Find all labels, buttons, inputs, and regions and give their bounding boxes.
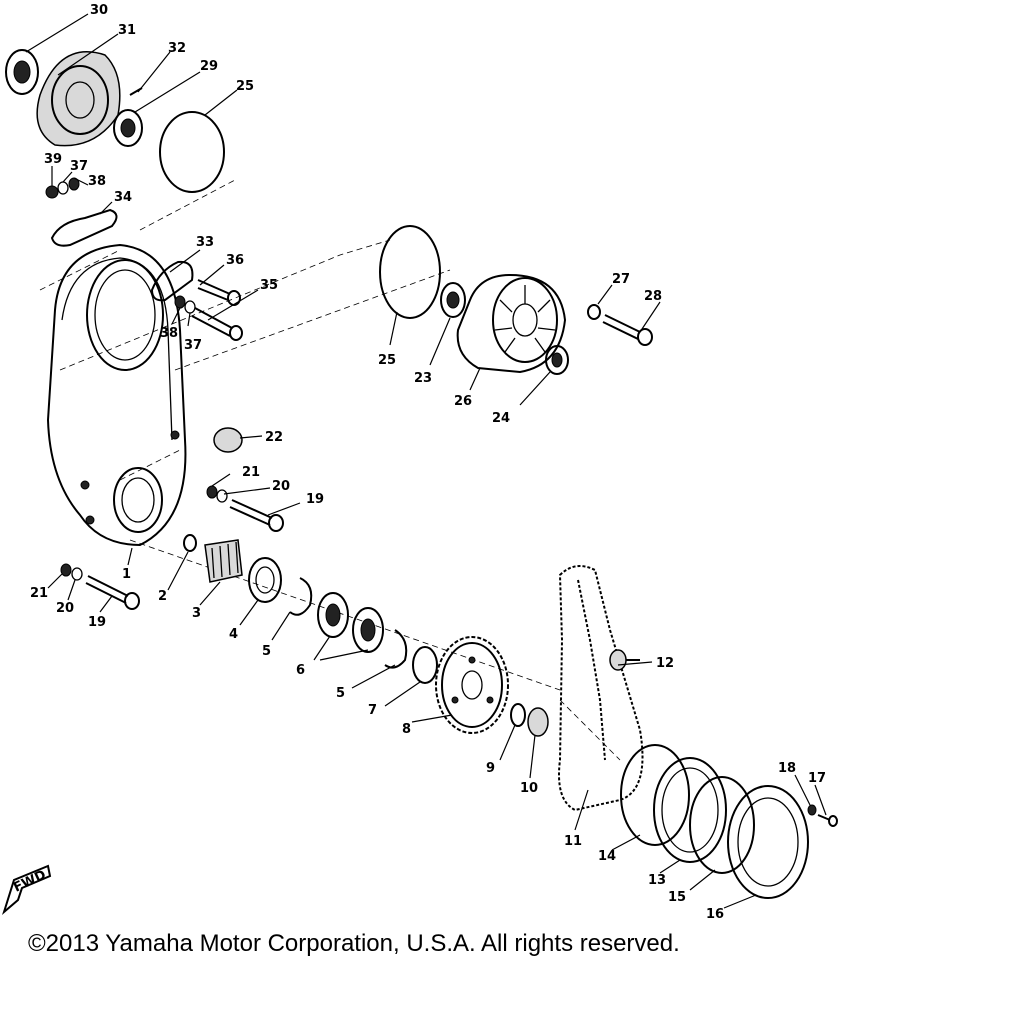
nut-part-10: [527, 707, 549, 737]
callout-label: 35: [260, 278, 278, 293]
callout-label: 23: [414, 371, 432, 386]
callout-label: 6: [296, 663, 305, 678]
callout-label: 19: [88, 615, 106, 630]
fwd-arrow-icon: FWD: [2, 864, 52, 916]
callout-label: 5: [262, 644, 271, 659]
callout-label: 26: [454, 394, 472, 409]
callout-label: 2: [158, 589, 167, 604]
callout-label: 3: [192, 606, 201, 621]
callout-label: 39: [44, 152, 62, 167]
callout-label: 16: [706, 907, 724, 922]
bolt-part-28: [602, 314, 653, 346]
callout-label: 34: [114, 190, 132, 205]
cover-plate-part-16: [727, 785, 809, 899]
callout-label: 33: [196, 235, 214, 250]
callout-label: 14: [598, 849, 616, 864]
callout-label: 5: [336, 686, 345, 701]
chain-part-11: [558, 565, 644, 812]
ring-part-4: [248, 557, 282, 603]
callout-label: 36: [226, 253, 244, 268]
callout-label: 27: [612, 272, 630, 287]
copyright-notice: ©2013 Yamaha Motor Corporation, U.S.A. A…: [28, 930, 680, 957]
callout-label: 12: [656, 656, 674, 671]
callout-label: 20: [272, 479, 290, 494]
callout-label: 15: [668, 890, 686, 905]
o-ring-part-25-top: [159, 111, 225, 193]
bearing-part-29: [113, 109, 143, 147]
callout-label: 21: [242, 465, 260, 480]
exploded-parts-diagram: 30 31 32 29 25 39 37 38 34 33 36 35 38 3…: [2, 3, 838, 922]
washer-part-21-left: [60, 563, 72, 577]
circlip-part-5-b: [384, 629, 408, 669]
screw-part-17: [817, 814, 838, 827]
washer-part-20-right: [216, 489, 228, 503]
callout-labels: 30 31 32 29 25 39 37 38 34 33 36 35 38 3…: [30, 3, 826, 922]
callout-label: 21: [30, 586, 48, 601]
plate-part-34: [50, 208, 118, 247]
housing-part-26: [456, 273, 567, 374]
bolt-part-36: [197, 279, 241, 306]
callout-label: 24: [492, 411, 510, 426]
fwd-label: FWD: [11, 868, 48, 896]
callout-label: 38: [88, 174, 106, 189]
gasket-part-15: [689, 776, 755, 874]
circlip-part-2: [183, 534, 197, 552]
callout-label: 18: [778, 761, 796, 776]
tensioner-part-12: [609, 649, 640, 671]
callout-label: 13: [648, 873, 666, 888]
cover-part-13: [653, 757, 727, 863]
callout-label: 4: [229, 627, 238, 642]
callout-label: 1: [122, 567, 131, 582]
o-ring-part-25-mid: [379, 225, 441, 319]
bearing-part-6-b: [352, 607, 384, 653]
callout-label: 28: [644, 289, 662, 304]
sprocket-part-8: [435, 636, 509, 734]
oil-seal-part-30: [5, 49, 39, 95]
cover-plate-part-31: [36, 51, 121, 147]
circlip-part-5-a: [289, 577, 313, 616]
washer-part-21-right: [206, 485, 218, 499]
bracket-part-33: [150, 260, 194, 302]
washer-part-18: [807, 804, 817, 816]
oil-seal-part-24: [545, 345, 569, 375]
bolt-part-19-left: [85, 575, 140, 610]
callout-label: 10: [520, 781, 538, 796]
callout-label: 37: [70, 159, 88, 174]
callout-label: 37: [184, 338, 202, 353]
spacer-part-7: [412, 646, 438, 684]
washer-part-37-mid: [184, 300, 196, 314]
callout-label: 29: [200, 59, 218, 74]
callout-label: 32: [168, 41, 186, 56]
washer-part-20-left: [71, 567, 83, 581]
bolt-part-19-right: [229, 499, 284, 532]
callout-label: 9: [486, 761, 495, 776]
callout-label: 22: [265, 430, 283, 445]
callout-label: 30: [90, 3, 108, 18]
cap-part-22: [213, 427, 243, 453]
callout-label: 11: [564, 834, 582, 849]
callout-label: 8: [402, 722, 411, 737]
gasket-part-14: [620, 744, 690, 846]
washer-part-9: [510, 703, 526, 727]
callout-label: 20: [56, 601, 74, 616]
callout-label: 25: [236, 79, 254, 94]
callout-label: 17: [808, 771, 826, 786]
spline-shaft-part-3: [204, 539, 243, 583]
callout-label: 38: [160, 326, 178, 341]
callout-label: 31: [118, 23, 136, 38]
washer-part-27: [587, 304, 601, 320]
bearing-part-23: [440, 282, 466, 318]
callout-label: 25: [378, 353, 396, 368]
bearing-part-6-a: [317, 592, 349, 638]
nut-washer-set-39-37-38: [45, 177, 80, 199]
callout-label: 19: [306, 492, 324, 507]
bolt-part-35: [191, 307, 243, 341]
callout-label: 7: [368, 703, 377, 718]
chain-case-part-1: [46, 243, 187, 547]
washer-part-38-mid: [174, 295, 186, 309]
